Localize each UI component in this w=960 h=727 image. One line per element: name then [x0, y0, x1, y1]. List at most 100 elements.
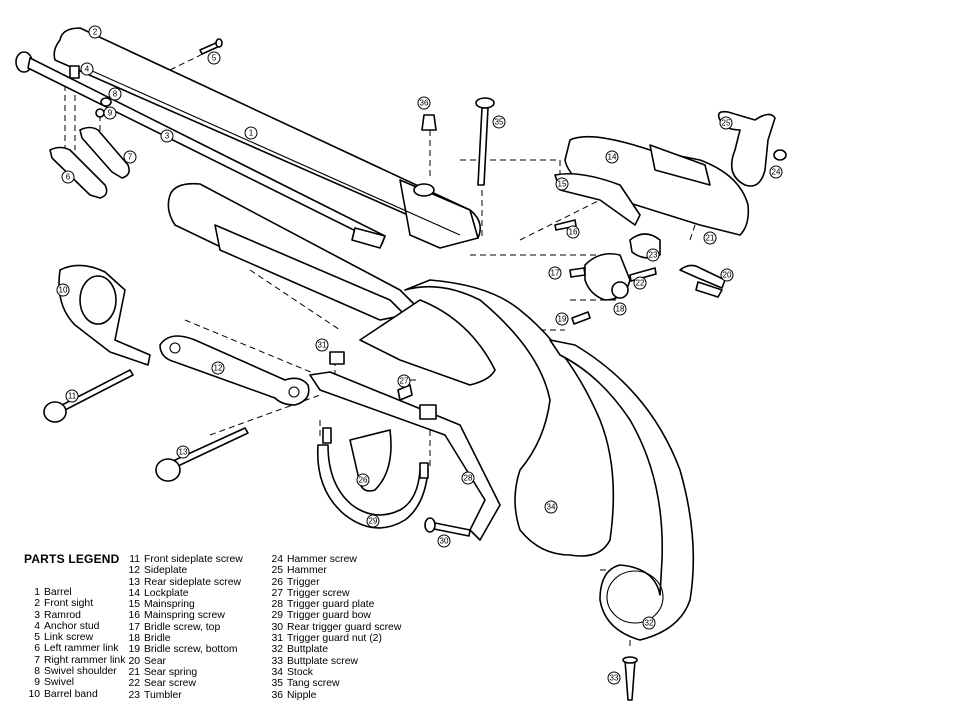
legend-title: PARTS LEGEND: [24, 552, 120, 566]
legend-part-name: Front sight: [44, 598, 94, 610]
legend-part-number: 20: [128, 655, 140, 667]
legend-part-number: 30: [271, 621, 283, 633]
legend-part-name: Barrel band: [44, 688, 98, 700]
callout-21: 21: [703, 231, 717, 245]
legend-part-name: Bridle screw, bottom: [144, 644, 238, 656]
legend-part-name: Right rammer link: [44, 654, 126, 666]
callout-17: 17: [548, 266, 562, 280]
legend-part-number: 8: [34, 666, 40, 678]
callout-19: 19: [555, 312, 569, 326]
callout-24: 24: [769, 165, 783, 179]
legend-part-number: 3: [34, 609, 40, 621]
legend-part-number: 12: [128, 565, 140, 577]
legend-part-name: Trigger guard plate: [287, 599, 375, 611]
legend-part-name: Barrel: [44, 587, 72, 598]
legend-part-name: Trigger screw: [287, 587, 350, 599]
legend-row: 20 Sear: [122, 656, 243, 667]
trigger-guard-bow: [316, 427, 429, 529]
svg-text:21: 21: [706, 234, 715, 243]
legend-part-name: Buttplate: [287, 644, 329, 656]
legend-part-name: Hammer: [287, 565, 327, 577]
legend-part-name: Sideplate: [144, 565, 188, 577]
legend-row: 18 Bridle: [122, 633, 243, 644]
svg-text:24: 24: [772, 168, 781, 177]
svg-text:36: 36: [420, 99, 429, 108]
callout-8: 8: [108, 87, 122, 101]
callout-12: 12: [211, 361, 225, 375]
legend-part-name: Swivel shoulder: [44, 666, 117, 678]
svg-text:23: 23: [649, 251, 658, 260]
legend-part-number: 26: [271, 576, 283, 588]
legend-part-number: 24: [271, 554, 283, 565]
svg-text:27: 27: [400, 377, 409, 386]
callout-32: 32: [642, 616, 656, 630]
legend-part-number: 9: [34, 677, 40, 689]
callout-3: 3: [160, 129, 174, 143]
legend-part-number: 18: [128, 633, 140, 645]
ramrod: [15, 51, 386, 249]
callout-23: 23: [646, 248, 660, 262]
legend-part-number: 29: [271, 610, 283, 622]
buttplate: [549, 339, 695, 641]
svg-text:10: 10: [59, 286, 68, 295]
tang-screw-and-nipple: [421, 97, 495, 186]
callout-18: 18: [613, 302, 627, 316]
svg-text:29: 29: [369, 517, 378, 526]
legend-part-name: Link screw: [44, 632, 94, 644]
svg-text:19: 19: [558, 315, 567, 324]
legend-part-number: 11: [129, 554, 140, 565]
svg-text:16: 16: [569, 228, 578, 237]
legend-part-name: Swivel: [44, 677, 75, 689]
legend-part-name: Sear spring: [144, 666, 198, 678]
svg-text:33: 33: [610, 674, 619, 683]
svg-text:6: 6: [66, 173, 71, 182]
legend-part-name: Bridle: [144, 633, 171, 645]
legend-part-number: 21: [128, 666, 140, 678]
legend-row: 27 Trigger screw: [265, 588, 401, 599]
legend-part-name: Nipple: [287, 689, 317, 701]
callout-11: 11: [65, 389, 79, 403]
legend-part-name: Mainspring: [144, 599, 195, 611]
callout-14: 14: [605, 150, 619, 164]
callout-10: 10: [56, 283, 70, 297]
legend-part-number: 1: [34, 587, 40, 598]
link-screw: [199, 38, 223, 55]
callout-31: 31: [315, 338, 329, 352]
callout-2: 2: [88, 25, 102, 39]
svg-text:25: 25: [722, 119, 731, 128]
svg-text:8: 8: [113, 90, 118, 99]
legend-part-name: Anchor stud: [44, 620, 100, 632]
legend-row: 12 Sideplate: [122, 565, 243, 576]
callout-22: 22: [633, 276, 647, 290]
callout-30: 30: [437, 534, 451, 548]
svg-text:20: 20: [723, 271, 732, 280]
callout-1: 1: [244, 126, 258, 140]
legend-part-number: 22: [128, 678, 140, 690]
buttplate-screw: [622, 656, 638, 701]
anchor-stud-and-swivel: [69, 65, 112, 118]
legend-part-number: 13: [128, 576, 140, 588]
legend-part-name: Sear: [144, 655, 166, 667]
barrel-band: [58, 264, 151, 366]
legend-part-number: 4: [34, 620, 40, 632]
callout-34: 34: [544, 500, 558, 514]
svg-text:34: 34: [547, 503, 556, 512]
legend-part-number: 27: [271, 587, 283, 599]
